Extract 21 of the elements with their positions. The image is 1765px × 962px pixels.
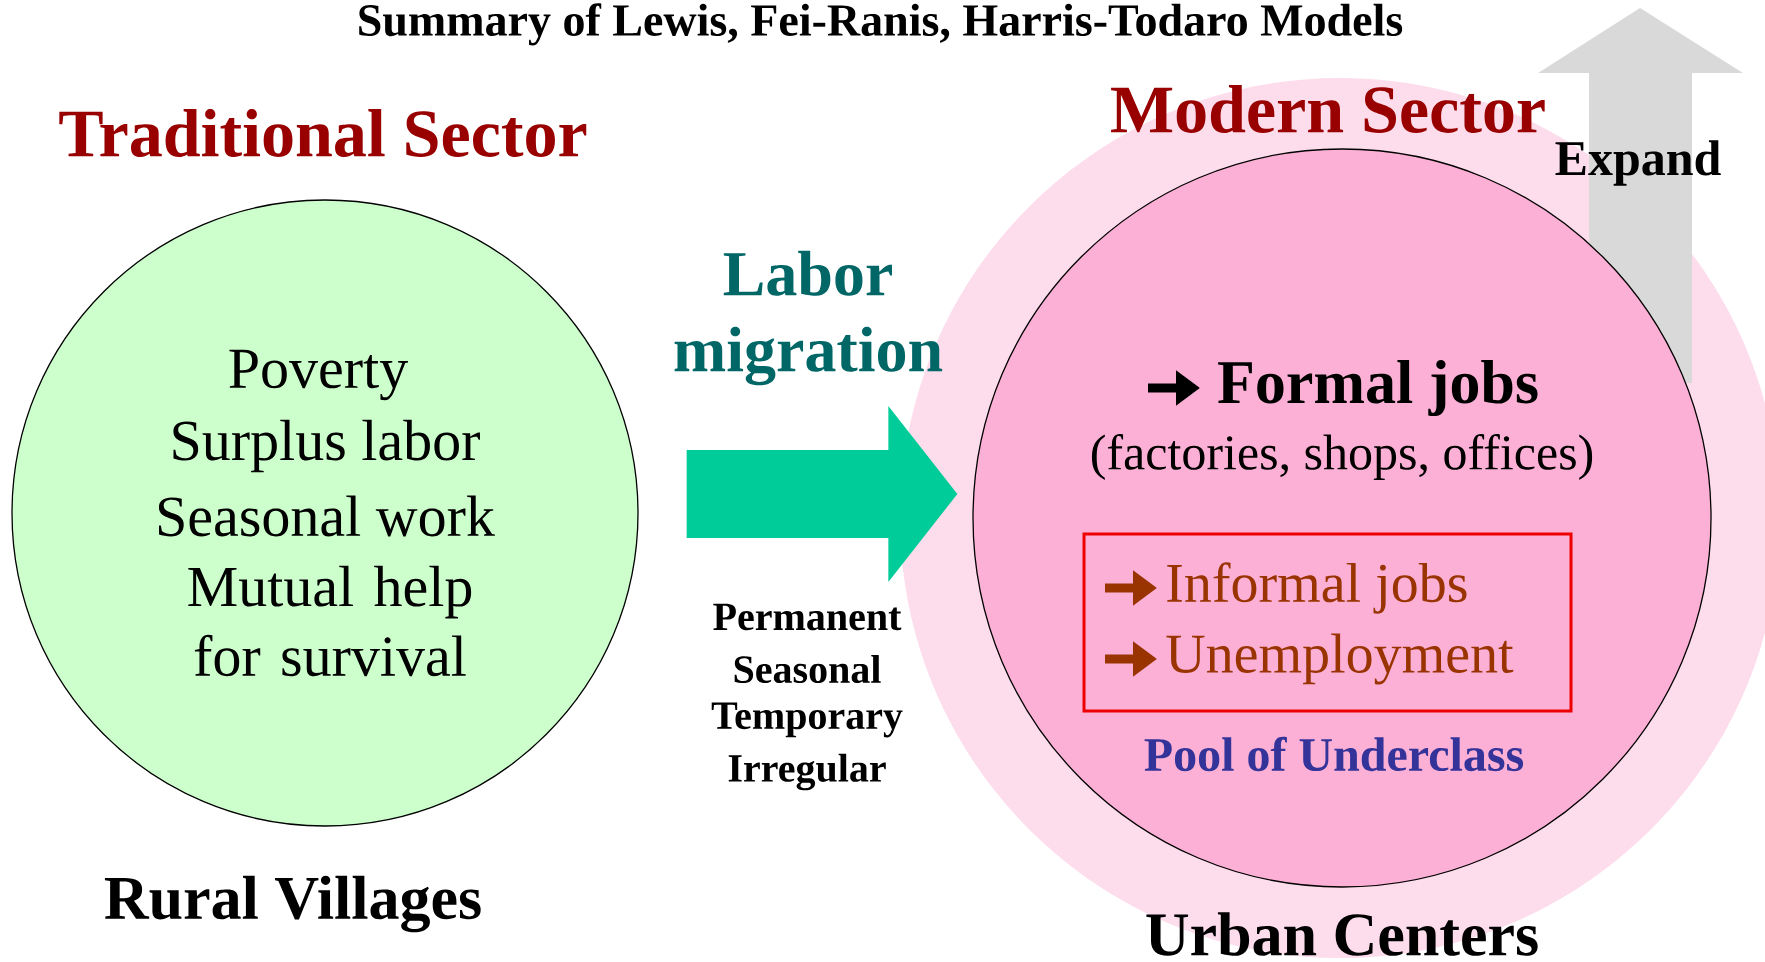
- group-label: Pool of Underclass: [1144, 736, 1524, 772]
- edge-label: Labor migration: [674, 250, 943, 386]
- item-text: Poverty: [229, 349, 408, 401]
- item-text: Seasonal work: [158, 495, 495, 537]
- jobs-examples: (factories, shops, offices): [1091, 434, 1593, 480]
- block-arrow: [686, 406, 958, 582]
- place-caption: Urban Centers: [1146, 912, 1538, 956]
- item-text: Surplus labor: [173, 419, 480, 473]
- bullet-text: Informal jobs: [1167, 562, 1467, 614]
- list-text: Temporary: [711, 702, 903, 738]
- title: Summary of Lewis, Fei-Ranis, Harris-Todaro Models: [359, 3, 1403, 46]
- item-text: Mutual help for survival: [188, 565, 472, 677]
- list-text: Permanent: [713, 603, 902, 631]
- place-label: Rural Villages: [104, 875, 481, 933]
- sector-heading: Modern Sector: [1111, 85, 1545, 133]
- jobs-heading: Formal jobs: [1218, 359, 1538, 417]
- sector-heading: Traditional Sector: [59, 109, 587, 157]
- list-text: Seasonal: [734, 654, 881, 684]
- arrow-label: Expand: [1555, 140, 1721, 186]
- bullet-text: Unemployment: [1166, 633, 1514, 685]
- list-text: Irregular: [728, 753, 886, 791]
